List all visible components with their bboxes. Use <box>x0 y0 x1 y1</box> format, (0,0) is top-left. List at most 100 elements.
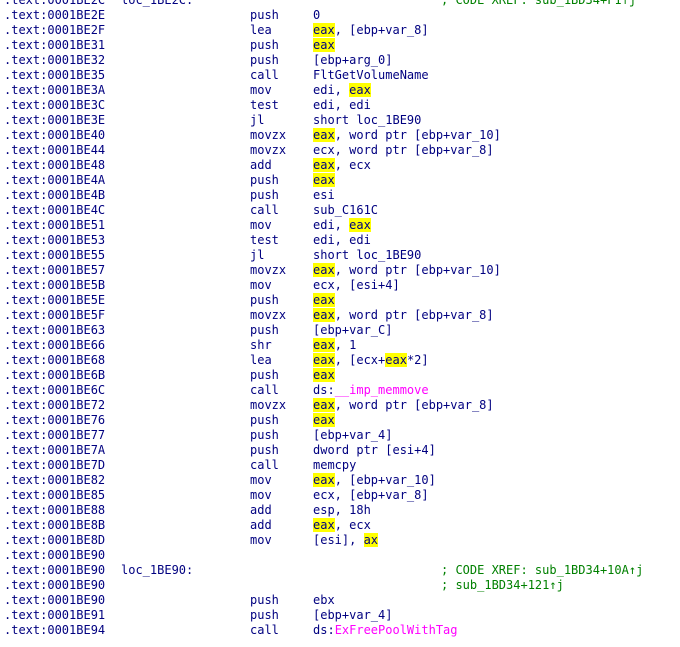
instruction-mnemonic[interactable]: mov <box>250 83 272 97</box>
line-address[interactable]: .text:0001BE8B <box>4 518 106 532</box>
instruction-operands[interactable]: short loc_1BE90 <box>313 248 421 263</box>
code-line[interactable]: .text:0001BE5F movzx eax, word ptr [ebp+va… <box>0 308 680 323</box>
instruction-operands[interactable]: [esi], ax <box>313 533 379 548</box>
instruction-mnemonic[interactable]: push <box>250 173 279 187</box>
code-label[interactable]: loc_1BE2C: <box>121 0 194 7</box>
instruction-mnemonic[interactable]: movzx <box>250 128 287 142</box>
highlighted-register[interactable]: eax <box>313 263 335 277</box>
instruction-mnemonic[interactable]: push <box>250 368 279 382</box>
instruction-mnemonic[interactable]: call <box>250 623 279 637</box>
line-address[interactable]: .text:0001BE3E <box>4 113 106 127</box>
line-address[interactable]: .text:0001BE6B <box>4 368 106 382</box>
line-address[interactable]: .text:0001BE2C <box>4 0 106 7</box>
line-address[interactable]: .text:0001BE7A <box>4 443 106 457</box>
highlighted-register[interactable]: eax <box>313 518 335 532</box>
instruction-mnemonic[interactable]: test <box>250 98 279 112</box>
instruction-operands[interactable]: eax, [ecx+eax*2] <box>313 353 429 368</box>
instruction-mnemonic[interactable]: movzx <box>250 143 287 157</box>
line-address[interactable]: .text:0001BE31 <box>4 38 106 52</box>
instruction-mnemonic[interactable]: movzx <box>250 308 287 322</box>
line-address[interactable]: .text:0001BE85 <box>4 488 106 502</box>
instruction-mnemonic[interactable]: mov <box>250 488 272 502</box>
instruction-operands[interactable]: eax, 1 <box>313 338 356 353</box>
instruction-mnemonic[interactable]: jl <box>250 113 265 127</box>
instruction-mnemonic[interactable]: movzx <box>250 398 287 412</box>
highlighted-register[interactable]: eax <box>313 338 335 352</box>
instruction-operands[interactable]: eax, ecx <box>313 158 371 173</box>
instruction-operands[interactable]: eax <box>313 173 335 188</box>
instruction-mnemonic[interactable]: mov <box>250 533 272 547</box>
instruction-operands[interactable]: eax, word ptr [ebp+var_8] <box>313 398 494 413</box>
instruction-operands[interactable]: [ebp+var_C] <box>313 323 392 338</box>
code-line[interactable]: .text:0001BE63 push [ebp+var_C] <box>0 323 680 338</box>
instruction-mnemonic[interactable]: push <box>250 608 279 622</box>
line-address[interactable]: .text:0001BE91 <box>4 608 106 622</box>
instruction-mnemonic[interactable]: push <box>250 323 279 337</box>
line-address[interactable]: .text:0001BE32 <box>4 53 106 67</box>
instruction-operands[interactable]: edi, eax <box>313 83 371 98</box>
instruction-mnemonic[interactable]: call <box>250 383 279 397</box>
line-address[interactable]: .text:0001BE63 <box>4 323 106 337</box>
instruction-mnemonic[interactable]: push <box>250 188 279 202</box>
instruction-mnemonic[interactable]: push <box>250 293 279 307</box>
highlighted-register[interactable]: eax <box>313 473 335 487</box>
instruction-operands[interactable]: ebx <box>313 593 335 608</box>
instruction-mnemonic[interactable]: test <box>250 233 279 247</box>
instruction-operands[interactable]: eax, [ebp+var_8] <box>313 23 429 38</box>
xref-comment[interactable]: ; CODE XREF: sub_1BD34+10A↑j <box>441 563 644 577</box>
line-address[interactable]: .text:0001BE6C <box>4 383 106 397</box>
code-line[interactable]: .text:0001BE6C call ds:__imp_memmove <box>0 383 680 398</box>
instruction-operands[interactable]: eax, word ptr [ebp+var_8] <box>313 308 494 323</box>
instruction-mnemonic[interactable]: mov <box>250 278 272 292</box>
highlighted-register[interactable]: eax <box>313 413 335 427</box>
highlighted-register[interactable]: eax <box>313 353 335 367</box>
instruction-mnemonic[interactable]: movzx <box>250 263 287 277</box>
line-address[interactable]: .text:0001BE76 <box>4 413 106 427</box>
line-address[interactable]: .text:0001BE90 <box>4 548 106 562</box>
instruction-mnemonic[interactable]: add <box>250 158 272 172</box>
code-label[interactable]: loc_1BE90: <box>121 563 194 577</box>
line-address[interactable]: .text:0001BE5F <box>4 308 106 322</box>
highlighted-register[interactable]: eax <box>313 23 335 37</box>
highlighted-register[interactable]: eax <box>349 218 371 232</box>
line-address[interactable]: .text:0001BE94 <box>4 623 106 637</box>
line-address[interactable]: .text:0001BE66 <box>4 338 106 352</box>
highlighted-register[interactable]: ax <box>363 533 379 547</box>
instruction-operands[interactable]: ds:__imp_memmove <box>313 383 429 398</box>
instruction-mnemonic[interactable]: push <box>250 8 279 22</box>
code-line[interactable]: .text:0001BE85 mov ecx, [ebp+var_8] <box>0 488 680 503</box>
line-address[interactable]: .text:0001BE48 <box>4 158 106 172</box>
instruction-mnemonic[interactable]: push <box>250 38 279 52</box>
instruction-mnemonic[interactable]: lea <box>250 23 272 37</box>
instruction-operands[interactable]: ecx, [ebp+var_8] <box>313 488 429 503</box>
instruction-operands[interactable]: ecx, [esi+4] <box>313 278 400 293</box>
xref-comment[interactable]: ; CODE XREF: sub_1BD34+F1↑j <box>441 0 637 7</box>
line-address[interactable]: .text:0001BE7D <box>4 458 106 472</box>
line-address[interactable]: .text:0001BE90 <box>4 593 106 607</box>
instruction-operands[interactable]: dword ptr [esi+4] <box>313 443 436 458</box>
instruction-operands[interactable]: eax, ecx <box>313 518 371 533</box>
highlighted-register[interactable]: eax <box>313 158 335 172</box>
instruction-mnemonic[interactable]: mov <box>250 218 272 232</box>
instruction-mnemonic[interactable]: lea <box>250 353 272 367</box>
line-address[interactable]: .text:0001BE51 <box>4 218 106 232</box>
line-address[interactable]: .text:0001BE55 <box>4 248 106 262</box>
